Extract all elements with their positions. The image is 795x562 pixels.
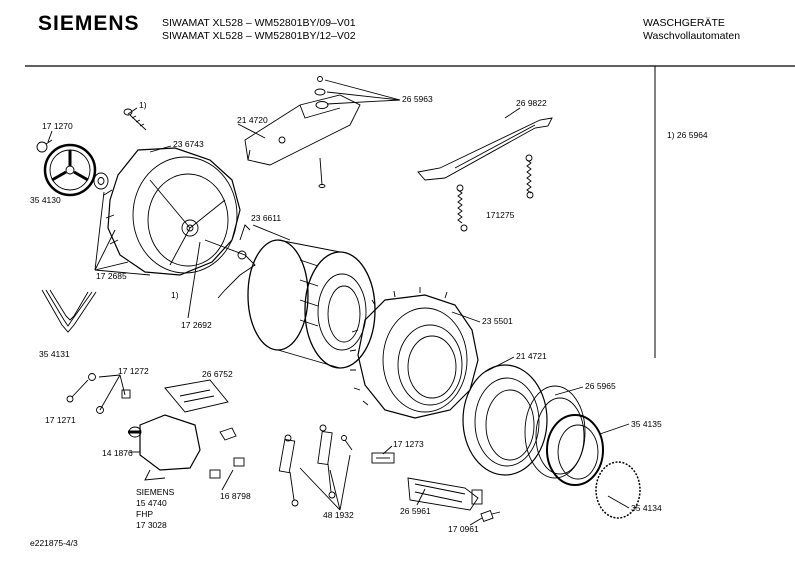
part-label: 26 5965 bbox=[585, 381, 616, 391]
part-label: 26 9822 bbox=[516, 98, 547, 108]
top-washers bbox=[314, 76, 329, 188]
drum-236611 bbox=[247, 239, 376, 369]
part-label: 14 1876 bbox=[102, 448, 133, 458]
document-id: e221875-4/3 bbox=[30, 538, 78, 548]
heater-265961 bbox=[407, 477, 483, 511]
side-note: 1) 26 5964 bbox=[667, 130, 708, 140]
part-label: 15 4740 bbox=[136, 498, 167, 508]
part-label: 17 2685 bbox=[96, 271, 127, 281]
leader-line bbox=[469, 517, 483, 526]
part-label: 26 5961 bbox=[400, 506, 431, 516]
rear-tub-half bbox=[103, 147, 241, 276]
part-label: 23 6611 bbox=[251, 213, 282, 223]
screw-top bbox=[123, 108, 147, 131]
part-label: 17 3028 bbox=[136, 520, 167, 530]
part-label: 35 4135 bbox=[631, 419, 662, 429]
ring-265965 bbox=[524, 385, 586, 479]
leader-line bbox=[607, 495, 630, 509]
leader-line bbox=[329, 469, 341, 511]
leader-line bbox=[187, 241, 201, 319]
carbon-brushes-168798 bbox=[209, 457, 245, 479]
leader-line bbox=[119, 374, 126, 396]
leader-line bbox=[94, 261, 129, 271]
part-label: 17 0961 bbox=[448, 524, 479, 534]
bag-266752 bbox=[164, 379, 229, 413]
screw-171272 bbox=[96, 389, 131, 414]
leader-line bbox=[504, 107, 521, 119]
sensor-170961 bbox=[480, 509, 501, 523]
leader-line bbox=[339, 454, 351, 511]
part-label: 35 4131 bbox=[39, 349, 70, 359]
leader-line bbox=[416, 488, 426, 506]
motor-154740 bbox=[128, 414, 237, 481]
part-label: 1) bbox=[139, 100, 147, 110]
category-line-1: WASCHGERÄTE bbox=[643, 17, 725, 29]
part-label: FHP bbox=[136, 509, 153, 519]
leader-line bbox=[326, 91, 401, 101]
top-rail bbox=[417, 117, 553, 181]
leader-line bbox=[221, 469, 234, 491]
leader-line bbox=[94, 269, 151, 276]
washer bbox=[93, 172, 109, 190]
leader-line bbox=[484, 356, 515, 373]
part-label: 17 1270 bbox=[42, 121, 73, 131]
gasket-354135 bbox=[546, 414, 604, 486]
part-label: 23 6743 bbox=[173, 139, 204, 149]
leader-line bbox=[451, 311, 481, 323]
part-label: 17 1273 bbox=[393, 439, 424, 449]
part-label: 17 2692 bbox=[181, 320, 212, 330]
part-label: 23 5501 bbox=[482, 316, 513, 326]
leader-line bbox=[127, 107, 138, 115]
part-label: 35 4134 bbox=[631, 503, 662, 513]
model-line-1: SIWAMAT XL528 – WM52801BY/09–V01 bbox=[162, 17, 356, 29]
belt-354131 bbox=[41, 289, 97, 333]
door-seal-214721 bbox=[462, 364, 548, 476]
leader-line bbox=[47, 130, 53, 143]
part-label: 17 1271 bbox=[45, 415, 76, 425]
part-label: 16 8798 bbox=[220, 491, 251, 501]
model-line-2: SIWAMAT XL528 – WM52801BY/12–V02 bbox=[162, 30, 356, 42]
leader-line bbox=[326, 99, 401, 105]
leader-line bbox=[324, 79, 401, 101]
screw-171270 bbox=[36, 139, 53, 153]
leader-line bbox=[99, 374, 121, 411]
leader-line bbox=[299, 467, 341, 511]
part-label: 48 1932 bbox=[323, 510, 354, 520]
clip-171273 bbox=[371, 452, 395, 464]
leader-line bbox=[98, 374, 121, 378]
drum-spider bbox=[204, 224, 256, 299]
leader-line bbox=[237, 123, 266, 139]
shock-absorber-481932 bbox=[278, 424, 353, 507]
part-label: 35 4130 bbox=[30, 195, 61, 205]
part-label: SIEMENS bbox=[136, 487, 175, 497]
part-label: 171275 bbox=[486, 210, 515, 220]
front-tub-235501 bbox=[349, 287, 479, 419]
leader-line bbox=[94, 191, 105, 271]
part-label: 17 1272 bbox=[118, 366, 149, 376]
spring-171275 bbox=[456, 154, 534, 232]
screw-171271 bbox=[66, 373, 96, 403]
top-bracket bbox=[244, 94, 361, 166]
leader-line bbox=[599, 423, 630, 435]
clamp-ring-354134 bbox=[595, 461, 641, 519]
part-label: 21 4721 bbox=[516, 351, 547, 361]
part-label: 26 6752 bbox=[202, 369, 233, 379]
part-label: 26 5963 bbox=[402, 94, 433, 104]
category-line-2: Waschvollautomaten bbox=[643, 30, 741, 42]
brand-logo: SIEMENS bbox=[38, 12, 140, 35]
pulley-354130 bbox=[43, 143, 97, 197]
part-label: 1) bbox=[171, 290, 179, 300]
part-label: 21 4720 bbox=[237, 115, 268, 125]
leader-line bbox=[252, 224, 291, 241]
